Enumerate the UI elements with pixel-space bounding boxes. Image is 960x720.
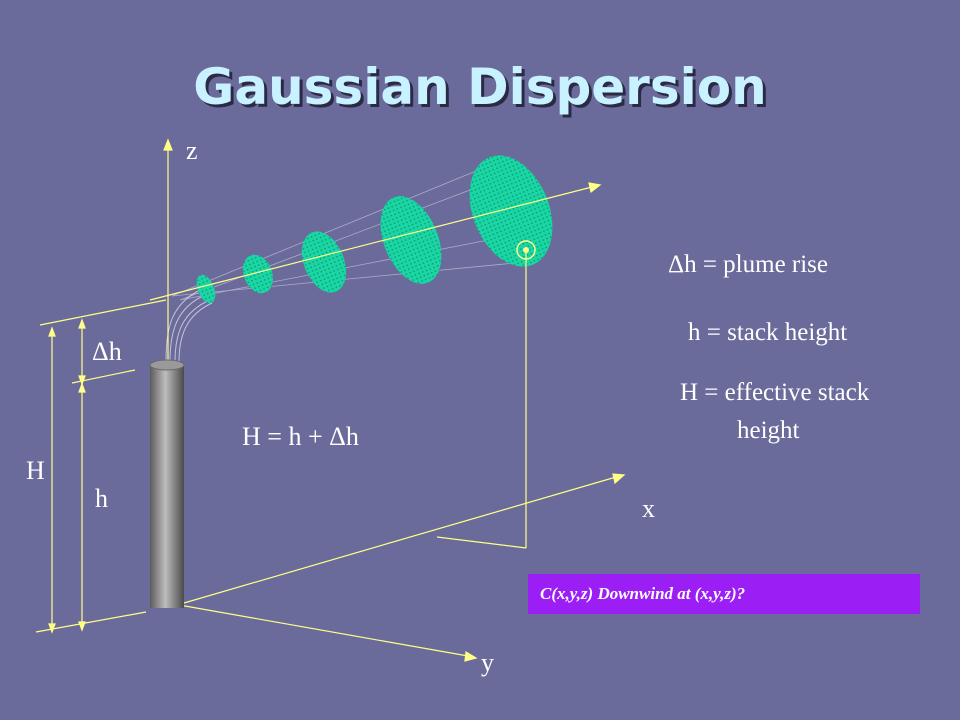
page-title: Gaussian Dispersion: [193, 58, 767, 116]
smoke-stack: [149, 359, 185, 608]
x-axis: [183, 476, 617, 604]
stack-height-label: h: [95, 484, 108, 513]
y-axis: [167, 602, 469, 657]
concentration-question-box: C(x,y,z) Downwind at (x,y,z)?: [528, 574, 920, 614]
effective-height-definition-line1: H = effective stack: [680, 379, 870, 406]
receptor-point-icon: [516, 240, 536, 260]
height-equation: H = h + Δh: [242, 422, 359, 451]
plume-cross-sections: [196, 155, 553, 304]
plume-rise-label: Δh: [92, 337, 122, 366]
receptor-ground-x: [436, 536, 527, 549]
effective-height-definition-line2: height: [737, 417, 800, 444]
plume-ellipse-2: [243, 254, 273, 294]
z-axis-label: z: [186, 136, 198, 165]
stack-height-definition: h = stack height: [688, 319, 848, 346]
plume-centerline: [149, 186, 593, 301]
h-reference-line: [39, 299, 167, 326]
effective-height-label: H: [26, 456, 45, 485]
plume-ellipse-3: [301, 231, 347, 293]
y-axis-label: y: [481, 648, 494, 677]
plume-ellipse-5: [469, 155, 553, 267]
plume-ellipse-4: [380, 196, 442, 284]
x-axis-label: x: [642, 494, 655, 523]
axes: [35, 138, 626, 662]
plume-ellipse-1: [196, 274, 216, 304]
plume-filaments: [165, 289, 213, 363]
plume-rise-definition: Δh = plume rise: [668, 251, 829, 278]
